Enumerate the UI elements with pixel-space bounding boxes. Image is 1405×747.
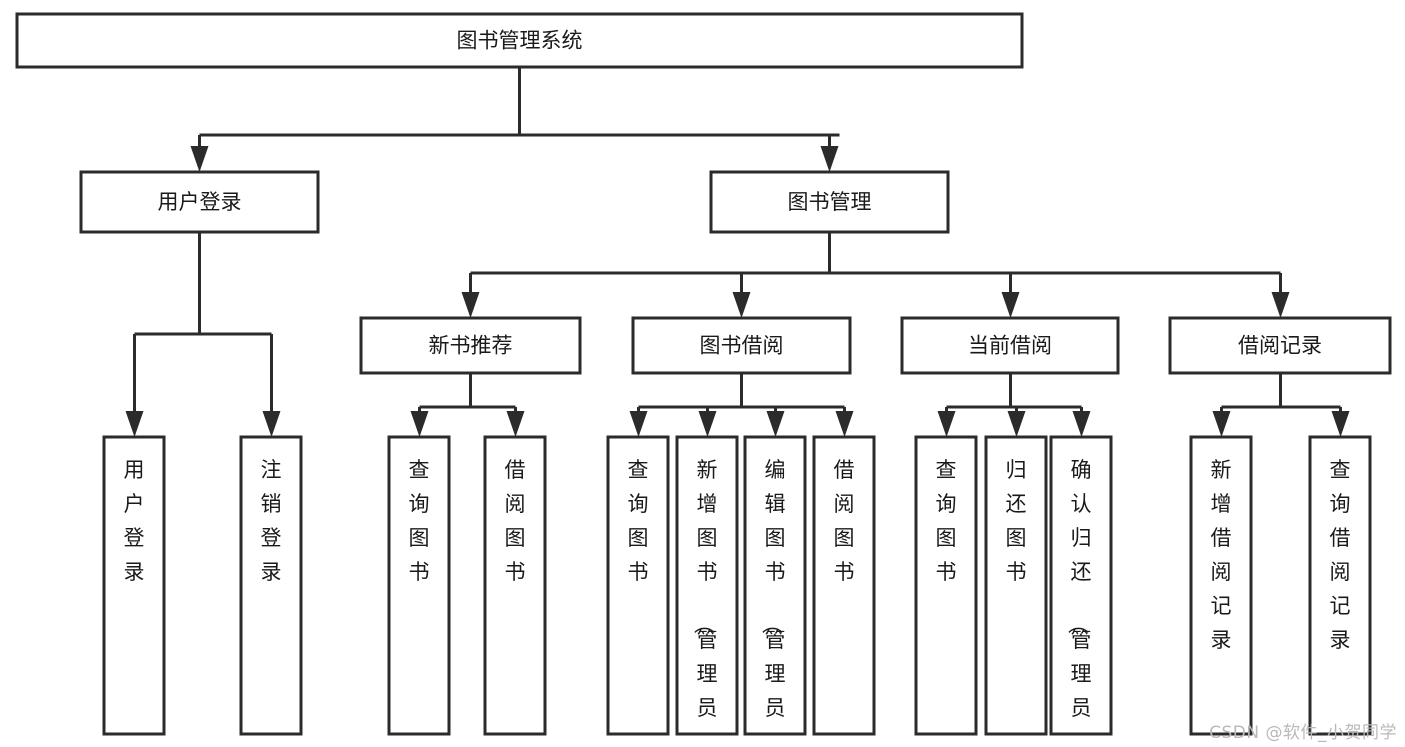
node-box[interactable] xyxy=(914,435,978,736)
arrow-head-icon xyxy=(629,411,648,437)
node-label: 注销登录 xyxy=(261,458,282,584)
arrow-head-icon xyxy=(698,411,717,437)
node-label: 借阅图书 xyxy=(834,458,855,584)
node-box[interactable] xyxy=(15,12,1024,69)
node-box[interactable] xyxy=(1189,435,1253,736)
arrow-head-icon xyxy=(410,411,429,437)
arrow-head-icon xyxy=(835,411,854,437)
node-box[interactable] xyxy=(1308,435,1372,736)
arrow-head-icon xyxy=(125,411,144,437)
node-box[interactable] xyxy=(812,435,876,736)
arrow-head-icon xyxy=(1271,292,1290,318)
node-label: 当前借阅 xyxy=(968,334,1052,358)
node-leaf-return-book[interactable]: 归还图书 xyxy=(984,435,1048,736)
arrow-head-icon xyxy=(766,411,785,437)
node-label: 新增借阅记录 xyxy=(1211,458,1232,652)
node-leaf-add-borrow-record[interactable]: 新增借阅记录 xyxy=(1189,435,1253,736)
node-box[interactable] xyxy=(359,316,582,375)
connector-layer xyxy=(125,67,1350,437)
node-label: 图书管理系统 xyxy=(457,29,583,53)
node-leaf-confirm-return[interactable]: 确认归还（管理员） xyxy=(1049,435,1113,747)
node-label: 用户登录 xyxy=(124,458,145,584)
node-label: 新书推荐 xyxy=(429,334,513,358)
node-borrow-record[interactable]: 借阅记录 xyxy=(1168,316,1392,375)
arrow-head-icon xyxy=(262,411,281,437)
node-leaf-borrow-book-recommend[interactable]: 借阅图书 xyxy=(483,435,547,736)
node-label: 借阅图书 xyxy=(505,458,526,584)
node-label: 归还图书 xyxy=(1006,458,1027,584)
arrow-head-icon xyxy=(1007,411,1026,437)
arrow-head-icon xyxy=(820,146,839,172)
node-label: 查询借阅记录 xyxy=(1330,458,1351,652)
node-box[interactable] xyxy=(606,435,670,736)
arrow-head-icon xyxy=(506,411,525,437)
node-label: 新增图书（管理员） xyxy=(692,458,718,747)
node-box[interactable] xyxy=(102,435,166,736)
node-label: 图书借阅 xyxy=(700,334,784,358)
node-leaf-query-book-recommend[interactable]: 查询图书 xyxy=(387,435,451,736)
arrow-head-icon xyxy=(732,292,751,318)
node-leaf-query-borrow-record[interactable]: 查询借阅记录 xyxy=(1308,435,1372,736)
node-label: 查询图书 xyxy=(628,458,649,584)
arrow-head-icon xyxy=(937,411,956,437)
arrow-head-icon xyxy=(190,146,209,172)
arrow-head-icon xyxy=(1331,411,1350,437)
node-leaf-logout[interactable]: 注销登录 xyxy=(239,435,303,736)
node-box[interactable] xyxy=(743,435,807,736)
node-label: 用户登录 xyxy=(158,190,242,214)
node-book-borrow[interactable]: 图书借阅 xyxy=(631,316,852,375)
node-label: 编辑图书（管理员） xyxy=(760,458,786,747)
node-box[interactable] xyxy=(483,435,547,736)
node-leaf-add-book[interactable]: 新增图书（管理员） xyxy=(675,435,739,747)
node-current-borrow[interactable]: 当前借阅 xyxy=(900,316,1120,375)
node-box[interactable] xyxy=(631,316,852,375)
node-box[interactable] xyxy=(239,435,303,736)
node-root[interactable]: 图书管理系统 xyxy=(15,12,1024,69)
node-leaf-borrow-book[interactable]: 借阅图书 xyxy=(812,435,876,736)
watermark-text: CSDN @软件_小贺同学 xyxy=(1209,723,1397,743)
arrow-head-icon xyxy=(1212,411,1231,437)
node-leaf-edit-book[interactable]: 编辑图书（管理员） xyxy=(743,435,807,747)
node-leaf-query-book-current[interactable]: 查询图书 xyxy=(914,435,978,736)
arrow-head-icon xyxy=(1072,411,1091,437)
node-box[interactable] xyxy=(387,435,451,736)
node-label: 图书管理 xyxy=(788,190,872,214)
node-book-management[interactable]: 图书管理 xyxy=(709,170,950,234)
arrow-head-icon xyxy=(461,292,480,318)
node-box[interactable] xyxy=(1168,316,1392,375)
node-leaf-user-login[interactable]: 用户登录 xyxy=(102,435,166,736)
node-label: 借阅记录 xyxy=(1238,334,1322,358)
node-user-login[interactable]: 用户登录 xyxy=(79,170,320,234)
node-box[interactable] xyxy=(79,170,320,234)
node-box[interactable] xyxy=(984,435,1048,736)
node-box[interactable] xyxy=(675,435,739,736)
node-label: 确认归还（管理员） xyxy=(1066,458,1092,747)
node-leaf-query-book-borrow[interactable]: 查询图书 xyxy=(606,435,670,736)
node-label: 查询图书 xyxy=(936,458,957,584)
node-box[interactable] xyxy=(709,170,950,234)
node-label: 查询图书 xyxy=(409,458,430,584)
node-box[interactable] xyxy=(1049,435,1113,736)
arrow-head-icon xyxy=(1001,292,1020,318)
node-box[interactable] xyxy=(900,316,1120,375)
node-new-book-recommend[interactable]: 新书推荐 xyxy=(359,316,582,375)
